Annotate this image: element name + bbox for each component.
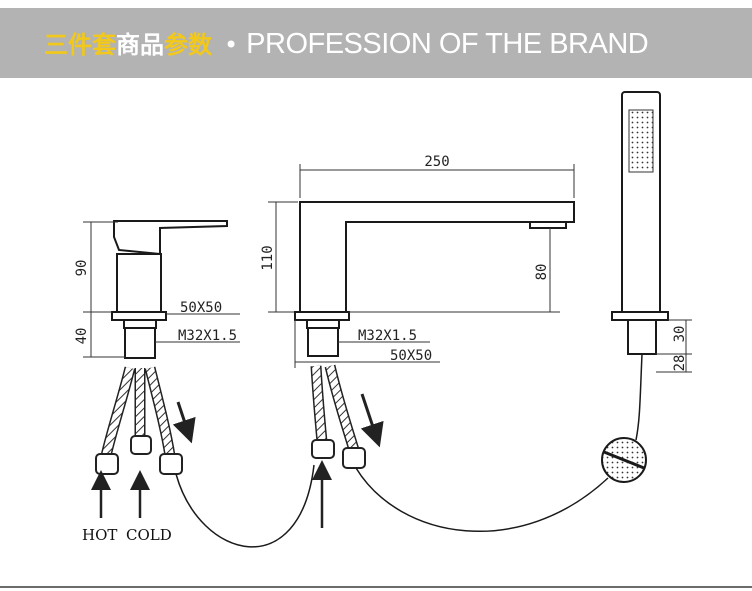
spout-body — [299, 201, 575, 313]
spout-flow-arrow-icon — [360, 393, 384, 448]
mixer-height-top-label: 90 — [74, 260, 90, 277]
mixer-nut — [123, 319, 157, 329]
diverter-valve — [601, 437, 647, 483]
handshower-base — [627, 319, 657, 355]
spout-thread — [307, 327, 339, 357]
spout-reach-label: 250 — [424, 154, 449, 170]
mixer-lever — [113, 220, 228, 256]
spout-height-label: 110 — [260, 245, 276, 270]
spout-nut — [306, 319, 340, 329]
banner-title-cn-part-2: 商品 — [116, 31, 164, 59]
spout-base — [294, 311, 350, 321]
cold-label: COLD — [126, 526, 172, 544]
mixer-height-bottom-label: 40 — [74, 328, 90, 345]
mixer-thread-label: M32X1.5 — [178, 328, 237, 344]
mixer-base — [111, 311, 167, 321]
banner-title-cn-part-1: 三件套 — [44, 31, 116, 59]
flow-arrow-icon — [172, 401, 196, 444]
handshower-holder — [611, 311, 669, 321]
mixer-body — [116, 253, 162, 313]
spout — [294, 201, 575, 357]
mixer-base-size-label: 50X50 — [180, 300, 222, 316]
hot-label: HOT — [82, 526, 117, 544]
bullet-separator: • — [224, 31, 239, 59]
spout-thread-label: M32X1.5 — [358, 328, 417, 344]
mixer-hoses — [95, 366, 183, 475]
handshower-holder-height-label: 30 — [672, 326, 688, 343]
handshower — [611, 91, 669, 355]
header-banner: 三件套商品参数 •PROFESSION OF THE BRAND — [0, 8, 752, 78]
spout-outlet-height-label: 80 — [534, 264, 550, 281]
handshower-spray-face — [628, 109, 654, 173]
banner-title-cn-part-3: 参数 — [164, 31, 212, 59]
spout-aerator — [529, 221, 567, 229]
mixer-thread — [124, 327, 156, 359]
handshower-base-height-label: 28 — [672, 355, 688, 372]
spout-hoses — [310, 364, 366, 469]
mixer-tap — [111, 220, 228, 359]
spout-base-size-label: 50X50 — [390, 348, 432, 364]
connecting-hoses — [175, 353, 643, 548]
banner-title-en: PROFESSION OF THE BRAND — [246, 28, 649, 60]
bottom-divider — [0, 586, 752, 588]
banner-title: 三件套商品参数 •PROFESSION OF THE BRAND — [44, 22, 649, 66]
